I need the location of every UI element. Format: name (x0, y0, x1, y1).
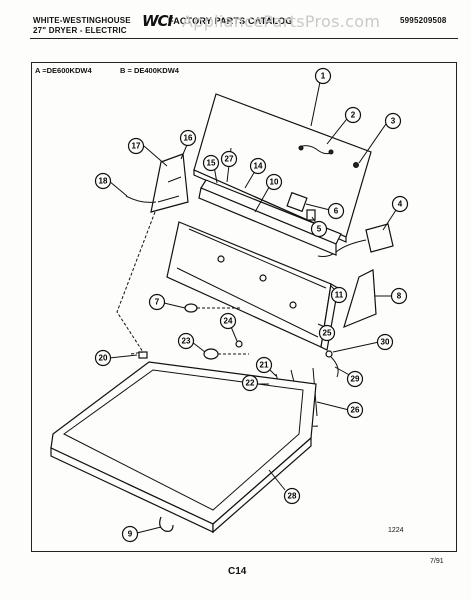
callout-20: 20 (94, 349, 112, 367)
callout-2: 2 (344, 106, 362, 124)
callout-1: 1 (314, 67, 332, 85)
callout-9: 9 (121, 525, 139, 543)
callout-6: 6 (327, 202, 345, 220)
callout-7: 7 (148, 293, 166, 311)
callout-28: 28 (283, 487, 301, 505)
callout-17: 17 (127, 137, 145, 155)
callout-23: 23 (177, 332, 195, 350)
callout-22: 22 (241, 374, 259, 392)
leveling-foot-part (159, 516, 174, 532)
callout-label: 1 (321, 72, 326, 81)
callout-label: 22 (246, 379, 255, 388)
callout-label: 14 (254, 162, 263, 171)
callout-label: 10 (270, 178, 279, 187)
wire-lead-part (125, 195, 157, 203)
callout-label: 7 (155, 298, 160, 307)
catalog-title: FACTORY PARTS CATALOG (168, 16, 293, 26)
wci-logo: WCI (142, 12, 173, 30)
dryer-top-part (50, 361, 317, 534)
callout-30: 30 (376, 333, 394, 351)
button-part (203, 348, 219, 360)
callout-label: 6 (334, 207, 339, 216)
callout-4: 4 (391, 195, 409, 213)
knob-part (184, 303, 198, 313)
model-a-label: A =DE600KDW4 (35, 66, 92, 75)
callout-3: 3 (384, 112, 402, 130)
callout-label: 8 (397, 292, 402, 301)
drawing-code: 1224 (388, 527, 404, 534)
diagram-frame (31, 62, 457, 552)
watermark: AppliancePartsPros.com (182, 12, 381, 31)
brand-line-2: 27" DRYER - ELECTRIC (33, 26, 127, 35)
callout-label: 27 (225, 155, 234, 164)
locator-lines (116, 211, 249, 355)
callout-label: 26 (351, 406, 360, 415)
wire-harness-part (298, 145, 334, 155)
callout-11: 11 (330, 286, 348, 304)
exploded-view-drawing: 1 2 3 4 5 6 7 8 9 10 11 14 15 16 17 18 2… (50, 67, 409, 543)
callout-label: 28 (288, 492, 297, 501)
callout-label: 24 (224, 317, 233, 326)
callout-label: 3 (391, 117, 396, 126)
callout-label: 4 (398, 200, 403, 209)
callout-label: 25 (323, 329, 332, 338)
callout-29: 29 (346, 370, 364, 388)
page-number: C14 (228, 566, 247, 577)
end-bracket-part (150, 153, 189, 213)
end-cap-part (343, 269, 377, 329)
callout-label: 15 (207, 159, 216, 168)
callout-label: 20 (99, 354, 108, 363)
callout-25: 25 (318, 324, 336, 342)
callout-label: 16 (184, 134, 193, 143)
callout-label: 18 (99, 177, 108, 186)
callout-26: 26 (346, 401, 364, 419)
callout-label: 23 (182, 337, 191, 346)
callout-10: 10 (265, 173, 283, 191)
callout-24: 24 (219, 312, 237, 330)
callout-16: 16 (179, 129, 197, 147)
brand-line-1: WHITE-WESTINGHOUSE (33, 16, 131, 25)
clip-part (138, 351, 148, 359)
callout-14: 14 (249, 157, 267, 175)
catalog-part-number: 5995209508 (400, 16, 447, 25)
callout-label: 11 (335, 291, 344, 300)
callout-label: 9 (128, 530, 133, 539)
callout-label: 5 (317, 225, 322, 234)
callout-label: 17 (132, 142, 141, 151)
control-console-part (198, 179, 342, 256)
callout-8: 8 (390, 287, 408, 305)
callout-27: 27 (220, 150, 238, 168)
callout-18: 18 (94, 172, 112, 190)
lamp-part (235, 340, 243, 348)
callout-label: 2 (351, 111, 356, 120)
callout-15: 15 (202, 154, 220, 172)
strain-relief-part (325, 350, 339, 378)
model-b-label: B = DE400KDW4 (120, 66, 179, 75)
header-rule (30, 38, 458, 39)
revision-date: 7/91 (430, 558, 444, 565)
timer-switch-part (286, 191, 316, 221)
callout-label: 29 (351, 375, 360, 384)
callout-label: 30 (381, 338, 390, 347)
callout-21: 21 (255, 356, 273, 374)
callout-5: 5 (310, 220, 328, 238)
callout-label: 21 (260, 361, 269, 370)
screw-part (353, 162, 359, 168)
